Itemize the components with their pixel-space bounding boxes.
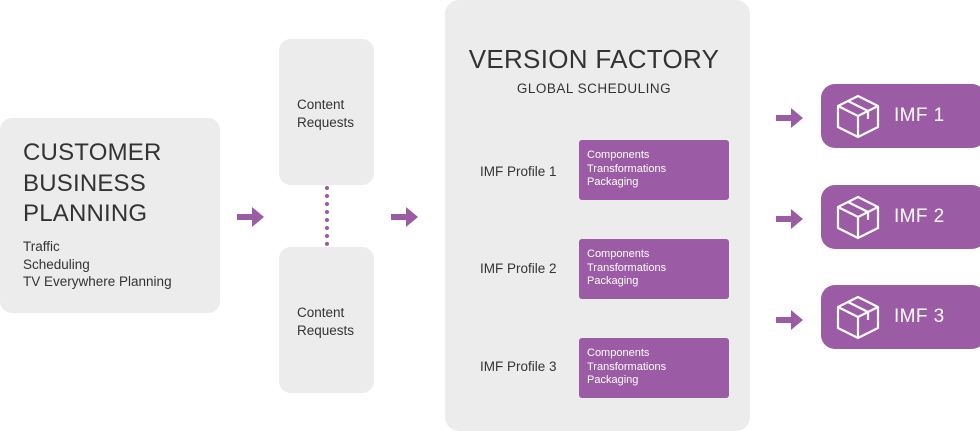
- step-packaging: Packaging: [587, 275, 639, 287]
- step-packaging: Packaging: [587, 374, 639, 386]
- imf-profile-2-label: IMF Profile 2: [480, 261, 557, 276]
- planning-item-tv-everywhere: TV Everywhere Planning: [23, 274, 172, 289]
- title-line: BUSINESS: [23, 169, 146, 197]
- imf-output-1: IMF 1: [821, 84, 980, 148]
- label-line: Content: [297, 97, 345, 112]
- version-factory-box: VERSION FACTORY GLOBAL SCHEDULING IMF Pr…: [445, 0, 750, 431]
- customer-business-planning-items: Traffic Scheduling TV Everywhere Plannin…: [23, 238, 172, 291]
- imf-output-3: IMF 3: [821, 285, 980, 349]
- package-box-icon: [836, 195, 880, 240]
- imf-profile-1-label: IMF Profile 1: [480, 164, 557, 179]
- planning-item-scheduling: Scheduling: [23, 256, 90, 272]
- imf-profile-1-steps: Components Transformations Packaging: [579, 140, 729, 200]
- label-line: Content: [297, 305, 345, 320]
- imf-profile-2-steps: Components Transformations Packaging: [579, 239, 729, 299]
- step-packaging: Packaging: [587, 176, 639, 188]
- title-line: CUSTOMER: [23, 139, 162, 166]
- step-components: Components: [587, 248, 650, 260]
- label-line: Requests: [297, 323, 355, 338]
- content-requests-label: Content Requests: [297, 96, 354, 132]
- package-box-icon: [836, 94, 880, 139]
- title-line: PLANNING: [23, 200, 148, 227]
- arrow-right-icon: [776, 108, 803, 128]
- dotted-connector: [325, 186, 329, 246]
- arrow-right-icon: [776, 209, 803, 229]
- package-box-icon: [836, 295, 880, 340]
- version-factory-title: VERSION FACTORY: [468, 44, 720, 74]
- imf-output-label: IMF 2: [894, 206, 945, 227]
- content-requests-label: Content Requests: [297, 304, 354, 340]
- step-components: Components: [587, 347, 650, 359]
- content-requests-box: Content Requests: [279, 247, 374, 393]
- version-factory-subtitle: GLOBAL SCHEDULING: [516, 81, 672, 96]
- step-transformations: Transformations: [587, 162, 667, 175]
- imf-output-2: IMF 2: [821, 185, 980, 249]
- arrow-right-icon: [391, 207, 418, 227]
- step-components: Components: [587, 149, 650, 161]
- step-transformations: Transformations: [587, 261, 667, 274]
- customer-business-planning-title: CUSTOMER BUSINESS PLANNING: [23, 138, 162, 230]
- customer-business-planning-box: CUSTOMER BUSINESS PLANNING Traffic Sched…: [0, 118, 220, 313]
- content-requests-box: Content Requests: [279, 39, 374, 185]
- step-transformations: Transformations: [587, 360, 667, 373]
- planning-item-traffic: Traffic: [23, 239, 60, 254]
- arrow-right-icon: [237, 207, 264, 227]
- label-line: Requests: [297, 115, 355, 130]
- imf-output-label: IMF 1: [894, 105, 945, 126]
- imf-output-label: IMF 3: [894, 306, 945, 327]
- imf-profile-3-steps: Components Transformations Packaging: [579, 338, 729, 398]
- imf-profile-3-label: IMF Profile 3: [480, 359, 557, 374]
- arrow-right-icon: [776, 310, 803, 330]
